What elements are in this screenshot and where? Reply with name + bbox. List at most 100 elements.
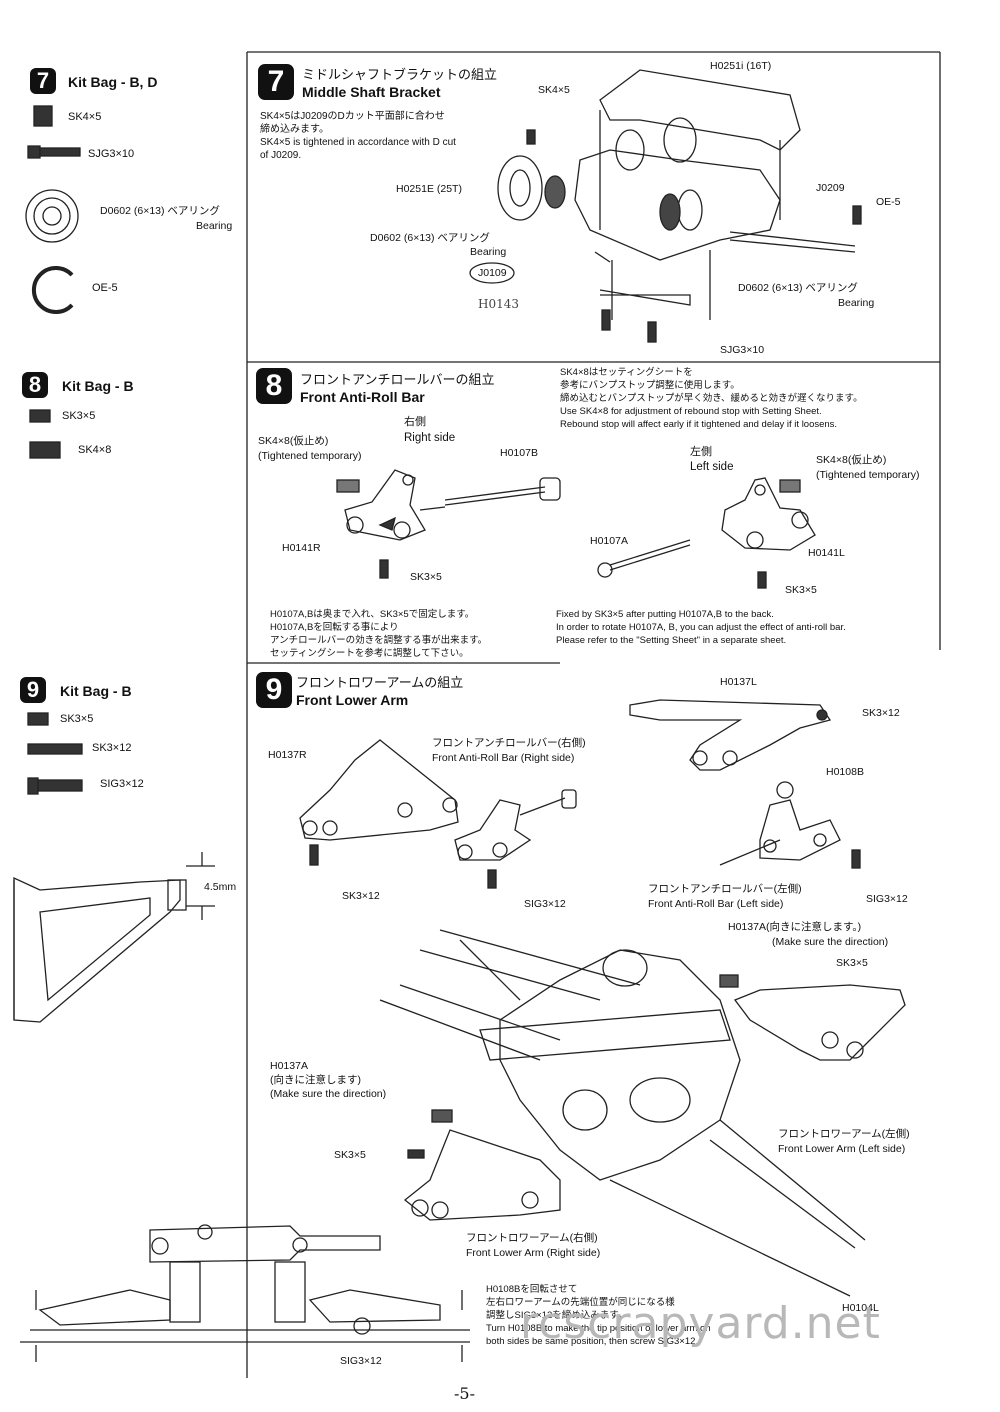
label-sk3x5-8r: SK3×5 — [410, 571, 442, 583]
lower-arm-right — [403, 1109, 561, 1221]
step7-title-en: Middle Shaft Bracket — [302, 84, 441, 100]
label-sjg3x10-7: SJG3×10 — [720, 344, 765, 356]
label-lower-right-en: Front Lower Arm (Right side) — [466, 1247, 601, 1259]
bag8-badge: 8 — [22, 372, 48, 398]
lower-arm-left — [719, 974, 906, 1061]
bag9-badge: 9 — [20, 677, 46, 703]
step8-note-jp: H0107A,Bは奥まで入れ、SK3×5で固定します。 H0107A,Bを回転す… — [270, 609, 488, 659]
label-right-jp: 右側 — [404, 416, 426, 428]
step8-badge: 8 — [256, 368, 292, 404]
label-sk4x8-right: SK4×8(仮止め) — [816, 454, 887, 466]
watermark: rcscrapyard.net — [520, 1298, 881, 1349]
bag9-sig-label: SIG3×12 — [100, 778, 144, 790]
step7-note: SK4×5はJ0209のDカット平面部に合わせ 締め込みます。 SK4×5 is… — [260, 111, 456, 161]
label-tightened-left: (Tightened temporary) — [258, 450, 362, 462]
front-view-bottom — [20, 1224, 470, 1362]
step8-note-top: SK4×8はセッティングシートを 参考にバンプストップ調整に使用します。 締め込… — [560, 367, 863, 430]
bag8-sk3x5-label: SK3×5 — [62, 410, 96, 422]
label-h0137a-left-jp: (向きに注意します) — [270, 1074, 361, 1086]
label-h0137a-right-en: (Make sure the direction) — [772, 936, 889, 948]
label-sig3x12-b: SIG3×12 — [866, 893, 908, 905]
label-j0109: J0109 — [478, 267, 507, 279]
label-arb-left-jp: フロントアンチロールバー(左側) — [648, 883, 802, 895]
step8-left-assembly — [597, 477, 816, 589]
label-arb-right-jp: フロントアンチロールバー(右側) — [432, 737, 586, 749]
label-h0137r: H0137R — [268, 749, 307, 761]
bag9-sk3x12-label: SK3×12 — [92, 742, 132, 754]
label-lower-left-jp: フロントロワーアーム(左側) — [778, 1128, 910, 1140]
label-bearing-a: Bearing — [470, 246, 507, 258]
label-h0137a-left-en: (Make sure the direction) — [270, 1088, 387, 1100]
label-sig3x12-a: SIG3×12 — [524, 898, 566, 910]
label-left-en: Left side — [690, 461, 734, 473]
h0137l-arm — [629, 699, 832, 771]
label-bearing-b: Bearing — [838, 297, 875, 309]
bag7-oe5-label: OE-5 — [92, 282, 118, 294]
label-sk3x5-8l: SK3×5 — [785, 584, 817, 596]
label-sk3x5-a: SK3×5 — [836, 957, 868, 969]
bag7-bearing-en: Bearing — [196, 220, 233, 232]
step9-badge: 9 — [256, 672, 292, 708]
label-oe5: OE-5 — [876, 196, 901, 208]
bearing-part — [25, 189, 79, 243]
label-h0108b: H0108B — [826, 766, 864, 778]
label-lower-left-en: Front Lower Arm (Left side) — [778, 1143, 906, 1155]
front-chassis-assembly — [379, 929, 866, 1297]
bag9-title: Kit Bag - B — [60, 683, 132, 699]
label-h0137l: H0137L — [720, 676, 757, 688]
bag8-title: Kit Bag - B — [62, 378, 134, 394]
label-d0602-a: D0602 (6×13) ベアリング — [370, 232, 490, 244]
bag7-title: Kit Bag - B, D — [68, 74, 158, 90]
step8-right-assembly — [336, 469, 561, 579]
label-right-en: Right side — [404, 432, 456, 444]
label-h0251i: H0251i (16T) — [710, 60, 772, 72]
sk4x8-part-8 — [29, 441, 61, 459]
label-sk3x12-b: SK3×12 — [342, 890, 380, 902]
label-d0602-b: D0602 (6×13) ベアリング — [738, 282, 858, 294]
label-sig3x12-c: SIG3×12 — [340, 1355, 382, 1367]
label-h0141l: H0141L — [808, 547, 845, 559]
lower-arm-side-view — [13, 852, 215, 1023]
bag7-badge: 7 — [30, 68, 56, 94]
bag7-sjg-label: SJG3×10 — [88, 148, 135, 160]
step7-badge: 7 — [258, 64, 294, 100]
label-arb-left-en: Front Anti-Roll Bar (Left side) — [648, 898, 784, 910]
label-h0143: H0143 — [478, 297, 520, 311]
arb-right-upper — [454, 789, 577, 889]
oe5-part — [31, 266, 74, 314]
label-arb-right-en: Front Anti-Roll Bar (Right side) — [432, 752, 575, 764]
label-tightened-right: (Tightened temporary) — [816, 469, 920, 481]
label-h0137a-left: H0137A — [270, 1060, 308, 1072]
label-h0251e: H0251E (25T) — [396, 183, 462, 195]
label-sk4x5-7: SK4×5 — [538, 84, 570, 96]
dimension-label: 4.5mm — [204, 881, 237, 893]
label-h0104l: H0104L — [842, 1302, 879, 1314]
label-j0209: J0209 — [816, 182, 845, 194]
sig3x12-part-9 — [27, 777, 83, 795]
label-sk4x8-left: SK4×8(仮止め) — [258, 435, 329, 447]
step9-title-jp: フロントロワーアームの組立 — [296, 675, 464, 690]
step9-title-en: Front Lower Arm — [296, 692, 409, 708]
bag7-bearing-label: D0602 (6×13) ベアリング — [100, 205, 220, 217]
sk3x5-part-8 — [29, 409, 51, 423]
label-h0107b: H0107B — [500, 447, 538, 459]
label-sk3x5-b: SK3×5 — [334, 1149, 366, 1161]
label-sk3x12-a: SK3×12 — [862, 707, 900, 719]
step7-assembly — [469, 69, 862, 343]
h0137r-arm — [299, 739, 459, 866]
sk4x5-part — [33, 105, 53, 127]
step7-title-jp: ミドルシャフトブラケットの組立 — [302, 67, 498, 82]
sk3x5-part-9 — [27, 712, 49, 726]
step9-note: H0108Bを回転させて 左右ロワーアームの先端位置が同じになる様 調整しSIG… — [486, 1284, 711, 1347]
label-h0137a-right-jp: H0137A(向きに注意します。) — [728, 921, 862, 933]
page-number: -5- — [454, 1384, 475, 1403]
label-left-jp: 左側 — [690, 446, 712, 458]
step8-note-en: Fixed by SK3×5 after putting H0107A,B to… — [556, 609, 846, 646]
bag8-sk4x8-label: SK4×8 — [78, 444, 112, 456]
arb-left-upper — [719, 781, 861, 869]
bag7-sk4x5-label: SK4×5 — [68, 111, 102, 123]
label-lower-right-jp: フロントロワーアーム(右側) — [466, 1232, 598, 1244]
label-h0141r: H0141R — [282, 542, 321, 554]
sjg3x10-part — [27, 145, 81, 159]
